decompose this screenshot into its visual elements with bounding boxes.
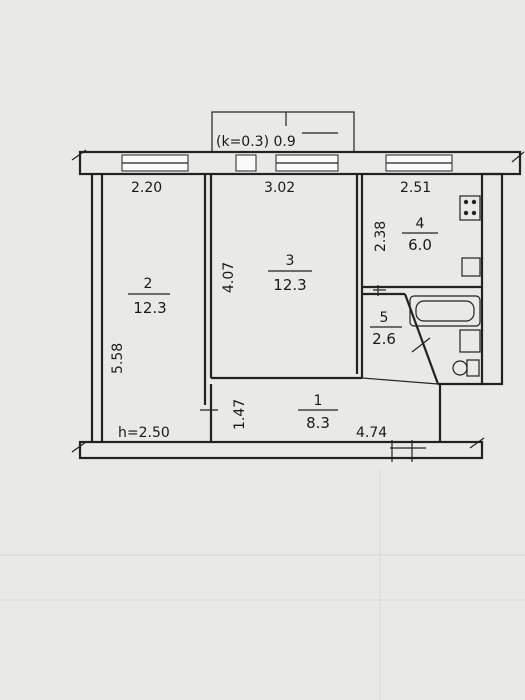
background-sheet-lines [0, 470, 525, 700]
dim-room2-width: 2.20 [131, 180, 162, 196]
svg-text:8.3: 8.3 [306, 414, 330, 432]
toilet-icon [452, 360, 468, 376]
inner-walls [203, 174, 482, 442]
svg-text:5: 5 [380, 310, 389, 326]
room-4-label: 4 6.0 [402, 216, 438, 254]
room-1-label: 1 8.3 [298, 393, 338, 432]
dim-room4-width: 2.51 [400, 180, 431, 196]
room-2-label: 2 12.3 [128, 276, 170, 317]
stove-icon [459, 195, 481, 221]
dim-hall-depth: 1.47 [232, 399, 248, 430]
svg-text:4: 4 [416, 216, 425, 232]
sanitary-fixtures [409, 195, 481, 377]
dim-left-height: 5.58 [110, 343, 126, 374]
svg-text:1: 1 [314, 393, 323, 409]
balcony-label: (k=0.3) 0.9 [216, 134, 296, 150]
outer-walls [78, 150, 522, 460]
dimension-ticks [71, 112, 525, 462]
svg-text:2.6: 2.6 [372, 330, 396, 348]
room-5-label: 5 2.6 [370, 310, 402, 348]
kitchen-sink-icon [461, 257, 481, 277]
svg-text:2: 2 [144, 276, 153, 292]
svg-text:12.3: 12.3 [273, 276, 306, 294]
svg-text:3: 3 [286, 253, 295, 269]
svg-text:6.0: 6.0 [408, 236, 432, 254]
sink-icon [459, 329, 481, 353]
ceiling-height: h=2.50 [118, 425, 170, 441]
svg-text:12.3: 12.3 [133, 299, 166, 317]
dim-room3-width: 3.02 [264, 180, 295, 196]
windows [121, 154, 453, 172]
room-3-label: 3 12.3 [268, 253, 312, 294]
bathtub-icon [409, 295, 481, 327]
dim-kitchen-depth: 2.38 [373, 221, 389, 252]
dim-hall-width: 4.74 [356, 425, 387, 441]
dim-room3-depth: 4.07 [221, 262, 237, 293]
